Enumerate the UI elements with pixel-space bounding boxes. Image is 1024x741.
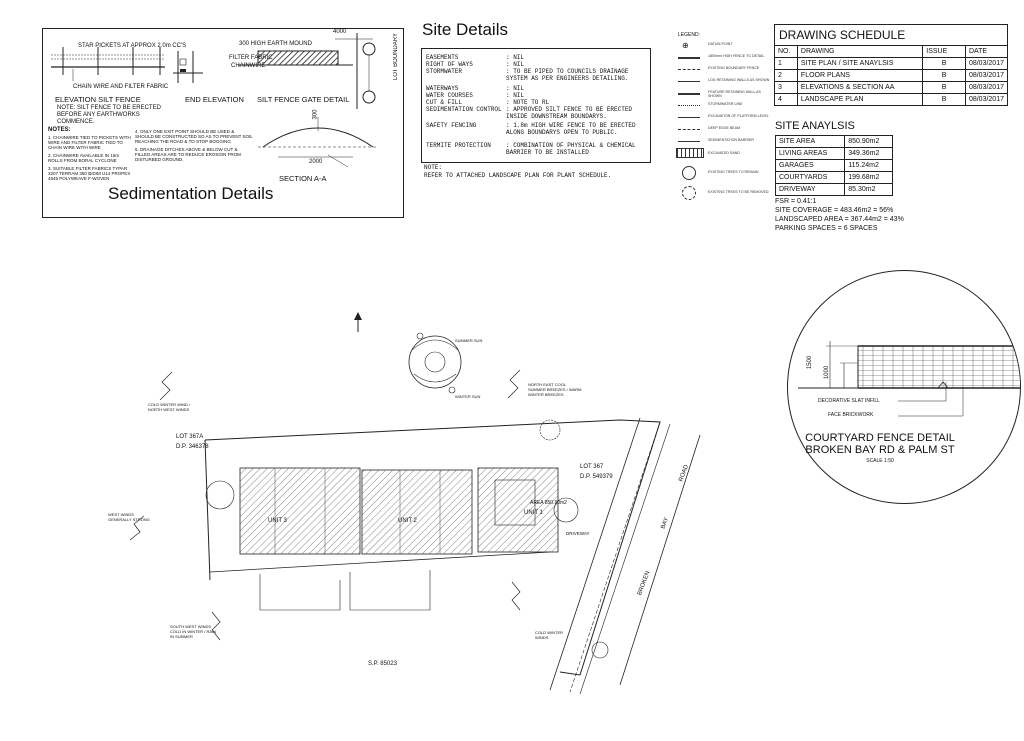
legend-item: 1800mm HIGH FENCE TO DETAIL — [672, 54, 772, 63]
filter-fabric-label: FILTER FABRIC — [229, 55, 273, 61]
unit-1-label: UNIT 1 — [524, 510, 543, 516]
dim-1500-label: 1500 — [807, 355, 814, 370]
landscaped-note: LANDSCAPED AREA = 367.44m2 = 43% — [775, 216, 904, 223]
drawing-schedule-title: DRAWING SCHEDULE — [774, 24, 1008, 45]
legend-item: EXCAVATED SAND — [672, 148, 772, 160]
lot-367a-label: LOT 367A — [176, 434, 204, 440]
legend-item: STORMWATER LINE — [672, 102, 772, 111]
tree-remain-icon — [682, 166, 696, 180]
excavated-sand-icon — [676, 148, 704, 158]
lot-boundary-label: LOT BOUNDARY — [393, 33, 399, 81]
sedimentation-title: Sedimentation Details — [108, 184, 274, 203]
earth-mound-label: 300 HIGH EARTH MOUND — [239, 41, 312, 47]
brick-label: FACE BRICKWORK — [828, 412, 874, 418]
elevation-silt-fence-label: ELEVATION SILT FENCE — [55, 95, 141, 104]
fence-detail-drawing — [798, 341, 1020, 417]
legend-item: EXISTING BOUNDARY FENCE — [672, 66, 772, 75]
note-5: 5. DRAINAGE DITCHES ABOVE & BELOW CUT & … — [135, 147, 241, 162]
driveway-label: DRIVEWAY — [566, 531, 590, 536]
coverage-note: SITE COVERAGE = 483.46m2 = 56% — [775, 207, 894, 214]
legend-item: FEATURE RETAINING WALL AS SHOWN — [672, 90, 772, 99]
fence-detail-title: COURTYARD FENCE DETAIL BROKEN BAY RD & P… — [805, 432, 955, 456]
chainwire-label: CHAINWIRE — [231, 63, 266, 69]
notes-heading: NOTES: — [48, 127, 71, 133]
fence-scale-label: SCALE 1:50 — [866, 458, 894, 464]
legend-item: EXISTING TREES TO BE REMOVED — [672, 186, 772, 200]
wind-note-cold: COLD WINTER WINDS — [535, 630, 563, 640]
site-analysis-notes: FSR = 0.41:1 SITE COVERAGE = 483.46m2 = … — [775, 197, 904, 233]
note-1: 1. CHAINWIRE TIED TO PICKETS WITH WIRE A… — [48, 135, 131, 150]
wind-note-sw: SOUTH WEST WINDS COLD IN WINTER / RAIN I… — [170, 624, 217, 639]
chain-wire-fabric-label: CHAIN WIRE AND FILTER FABRIC — [73, 84, 169, 90]
dp-549379-label: D.P. 549379 — [580, 474, 613, 480]
wind-note-w: WEST WINDS GENERALLY STRONG — [108, 512, 150, 522]
end-elevation-label: END ELEVATION — [185, 95, 244, 104]
drawing-schedule: DRAWING SCHEDULE NO. DRAWING ISSUE DATE … — [774, 24, 1009, 106]
lot-367-label: LOT 367 — [580, 464, 604, 470]
fsr-note: FSR = 0.41:1 — [775, 198, 817, 205]
wind-note-ne: NORTH EAST COOL SUMMER BREEZES / WARM WI… — [528, 382, 582, 397]
dim-300-label: 300 — [312, 109, 319, 120]
site-note-text: REFER TO ATTACHED LANDSCAPE PLAN FOR PLA… — [424, 172, 612, 179]
slat-label: DECORATIVE SLAT INFILL — [818, 398, 880, 404]
note-4: 4. ONLY ONE EXIT POINT SHOULD BE USED & … — [135, 129, 253, 144]
fence-detail-circle: 1500 1000 DECORATIVE SLAT INFILL FACE BR… — [787, 270, 1021, 504]
dim-2000-label: 2000 — [309, 159, 323, 165]
datum-icon: ⊕ — [682, 41, 689, 50]
summer-sun-label: SUMMER SUN — [455, 338, 483, 343]
legend-item: SEDIMENTATION BARRIER — [672, 138, 772, 147]
legend-item: EXISTING TREES TO REMAIN — [672, 166, 772, 180]
gate-detail-label: SILT FENCE GATE DETAIL — [257, 95, 350, 104]
legend-item: DEEP EDGE BEAM — [672, 126, 772, 135]
site-plan-drawing — [129, 312, 701, 695]
parking-note: PARKING SPACES = 6 SPACES — [775, 225, 878, 232]
site-analysis-title: SITE ANAYLSIS — [775, 120, 855, 132]
dp-346378-label: D.P. 346378 — [176, 444, 209, 450]
legend-title: LEGEND: — [678, 32, 700, 38]
notes-left: 1. CHAINWIRE TIED TO PICKETS WITH WIRE A… — [48, 135, 132, 181]
dim-4000-label: 4000 — [333, 29, 347, 35]
sp-85023-label: S.P. 85023 — [368, 661, 397, 667]
note-3: 3. SUITABLE FILTER FABRICS TYPAR 3207 TE… — [48, 166, 131, 181]
legend-item: LOG RETAINING WALLS AS SHOWN — [672, 78, 772, 87]
unit-2-label: UNIT 2 — [398, 518, 417, 524]
site-note-heading: NOTE: — [424, 164, 443, 171]
sedimentation-drawing — [51, 33, 378, 168]
site-details-title: Site Details — [422, 20, 508, 39]
wind-note-nw: COLD WINTER WIND / NORTH WEST WINDS — [148, 402, 190, 412]
star-pickets-label: STAR PICKETS AT APPROX 2.0m CC'S — [78, 43, 187, 49]
dim-1000-label: 1000 — [824, 365, 831, 380]
legend-item: EXCAVATION OF PLATFORM LEVEL — [672, 114, 772, 123]
tree-removed-icon — [682, 186, 696, 200]
legend-panel: LEGEND: ⊕DATUM POINT 1800mm HIGH FENCE T… — [672, 32, 769, 212]
site-area-label: AREA 850.90m2 — [530, 500, 567, 506]
legend-item: ⊕DATUM POINT — [682, 41, 733, 50]
notes-right: 4. ONLY ONE EXIT POINT SHOULD BE USED & … — [135, 129, 253, 162]
note-2: 2. CHAINWIRE AVAILABLE IN 15m ROLLS FROM… — [48, 153, 120, 163]
table-header-row: NO. DRAWING ISSUE DATE — [774, 45, 1009, 58]
site-details-panel: EASEMENTS: NIL RIGHT OF WAYS: NIL STORMW… — [421, 48, 651, 163]
erect-note: NOTE: SILT FENCE TO BE ERECTED BEFORE AN… — [57, 105, 161, 125]
section-aa-label: SECTION A-A — [279, 174, 327, 183]
winter-sun-label: WINTER SUN — [455, 394, 481, 399]
unit-3-label: UNIT 3 — [268, 518, 287, 524]
sedimentation-panel: STAR PICKETS AT APPROX 2.0m CC'S 300 HIG… — [42, 28, 404, 218]
